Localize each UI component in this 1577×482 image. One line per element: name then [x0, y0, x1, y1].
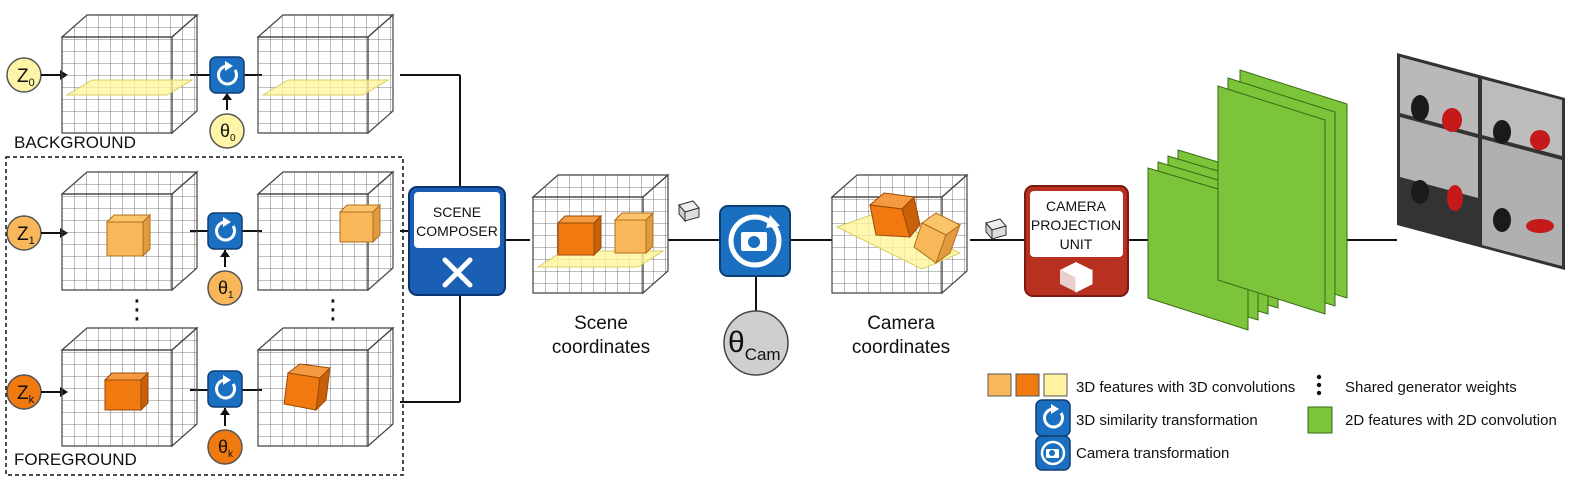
output-image-grid — [1397, 53, 1565, 270]
theta-cam-label: θCam — [728, 326, 781, 364]
feature-maps-large — [1217, 69, 1348, 315]
background-label: BACKGROUND — [14, 133, 136, 152]
svg-text:PROJECTION: PROJECTION — [1031, 217, 1121, 233]
svg-text:CAMERA: CAMERA — [1046, 198, 1107, 214]
legend-camera-transform: Camera transformation — [1076, 445, 1229, 462]
car-icon — [1411, 95, 1429, 121]
foreground-cube-1-out — [257, 171, 394, 291]
svg-text:UNIT: UNIT — [1060, 236, 1093, 252]
camera-coordinates-cube — [831, 174, 968, 294]
legend-swatch-green — [1307, 406, 1333, 434]
background-cube-out — [257, 14, 394, 134]
legend-2d-features: 2D features with 2D convolution — [1345, 412, 1557, 429]
scene-coordinates-label-2: coordinates — [552, 337, 650, 358]
legend: 3D features with 3D convolutions Shared … — [987, 373, 1557, 471]
car-icon — [1442, 108, 1462, 132]
camera-coordinates-label-2: coordinates — [852, 337, 950, 358]
svg-text:θ0: θ0 — [220, 121, 236, 144]
thetak-node — [207, 429, 243, 465]
car-icon — [1447, 185, 1463, 211]
legend-shared-weights: Shared generator weights — [1345, 379, 1517, 396]
background-cube-in — [61, 14, 198, 134]
theta-cam-node — [723, 310, 789, 376]
svg-text:Z1: Z1 — [17, 224, 35, 247]
theta0-node — [209, 113, 245, 149]
scene-coordinates-cube — [532, 174, 669, 294]
svg-text:θ1: θ1 — [218, 278, 234, 301]
foreground-label: FOREGROUND — [14, 450, 137, 469]
car-icon — [1526, 219, 1554, 233]
camera-coordinates-label-1: Camera — [867, 313, 935, 334]
similarity-transform-icon — [206, 211, 244, 251]
legend-swatch-light-orange — [987, 373, 1012, 397]
background-row: Z0 θ0 BACKGROUND — [6, 14, 394, 152]
ellipsis-right: ⋮ — [320, 294, 346, 324]
foreground-cube-1-in — [61, 171, 198, 291]
svg-text:Zk: Zk — [17, 383, 35, 406]
similarity-transform-icon — [206, 369, 244, 409]
legend-similarity-icon — [1034, 398, 1072, 438]
car-icon — [1411, 180, 1429, 204]
similarity-transform-icon — [208, 55, 246, 95]
legend-swatch-yellow — [1043, 373, 1068, 397]
foreground-cube-k-in — [61, 327, 198, 447]
projection-icon — [1060, 262, 1093, 293]
ellipsis-left: ⋮ — [124, 294, 150, 324]
svg-text:Z0: Z0 — [17, 66, 35, 89]
foreground-row-k: Zk θk — [6, 327, 394, 465]
theta1-node — [207, 270, 243, 306]
legend-swatch-orange — [1015, 373, 1040, 397]
svg-text:COMPOSER: COMPOSER — [416, 223, 498, 239]
camera-icon — [985, 218, 1007, 240]
scene-coordinates-label-1: Scene — [574, 313, 628, 334]
legend-3d-features: 3D features with 3D convolutions — [1076, 379, 1295, 396]
svg-text:SCENE: SCENE — [433, 204, 481, 220]
car-icon — [1493, 120, 1511, 144]
car-icon — [1530, 130, 1550, 150]
camera-projection-unit-block: CAMERA PROJECTION UNIT — [1024, 185, 1129, 297]
foreground-row-1: Z1 θ1 — [6, 171, 394, 306]
tools-icon — [442, 257, 473, 288]
foreground-cube-k-out — [257, 327, 394, 447]
foreground-group-box — [5, 156, 404, 476]
camera-transformation-block — [719, 205, 791, 277]
legend-camera-icon — [1035, 435, 1071, 471]
scene-composer-block: SCENE COMPOSER — [408, 186, 506, 296]
svg-text:θk: θk — [218, 437, 234, 460]
car-icon — [1493, 208, 1511, 232]
legend-similarity: 3D similarity transformation — [1076, 412, 1258, 429]
camera-icon — [678, 200, 700, 222]
